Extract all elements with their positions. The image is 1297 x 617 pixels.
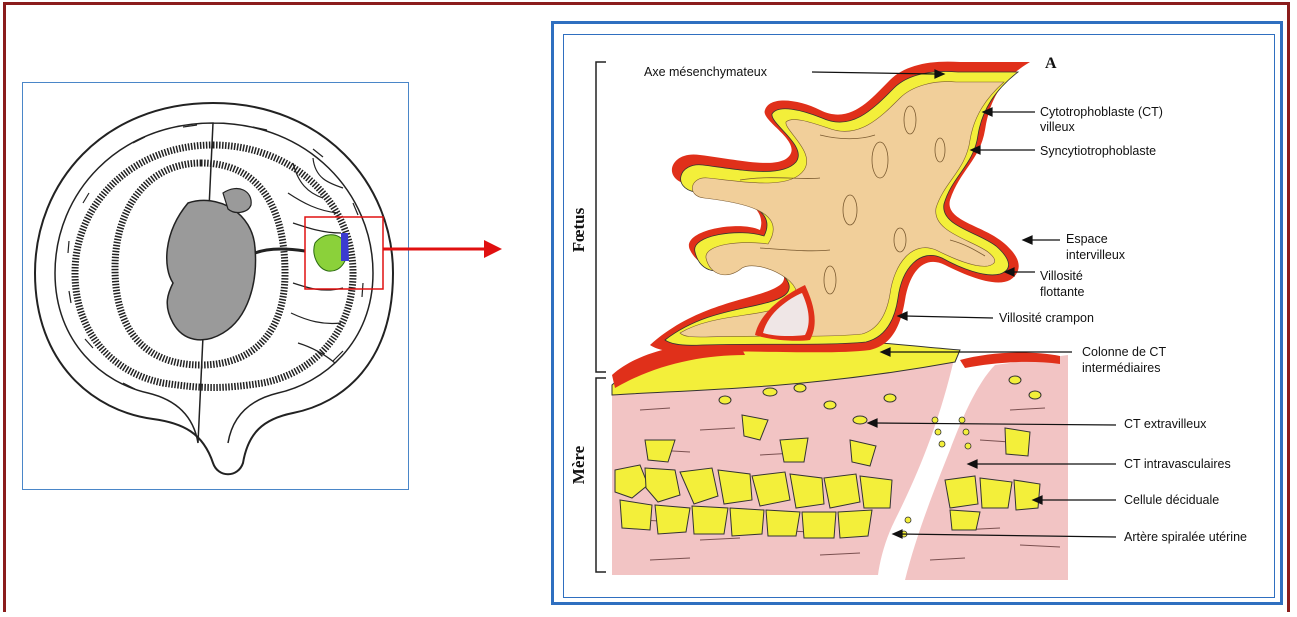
panel-letter: A (1045, 55, 1057, 72)
label-intervillous-space-2: intervilleux (1066, 248, 1126, 262)
label-intervillous-space: Espace (1066, 232, 1108, 246)
label-cytotrophoblast: Cytotrophoblaste (CT) (1040, 105, 1163, 119)
label-spiral-artery: Artère spiralée utérine (1124, 530, 1247, 544)
mother-label: Mère (569, 445, 588, 484)
label-syncytiotrophoblast: Syncytiotrophoblaste (1040, 144, 1156, 158)
fetus-label: Fœtus (569, 207, 588, 252)
label-anchoring-villus: Villosité crampon (999, 311, 1094, 325)
label-mesenchymal-axis: Axe mésenchymateux (644, 65, 768, 79)
label-cell-column: Colonne de CT (1082, 345, 1166, 359)
label-floating-villus: Villosité (1040, 269, 1083, 283)
mother-bracket (596, 378, 606, 572)
label-decidual-cell: Cellule déciduale (1124, 493, 1219, 507)
side-brackets (596, 62, 606, 572)
label-extravillous-ct: CT extravilleux (1124, 417, 1207, 431)
label-cell-column-2: intermédiaires (1082, 361, 1161, 375)
fetus-bracket (596, 62, 606, 372)
label-cytotrophoblast-villous: villeux (1040, 120, 1075, 134)
label-floating-villus-2: flottante (1040, 285, 1085, 299)
label-intravascular-ct: CT intravasculaires (1124, 457, 1231, 471)
